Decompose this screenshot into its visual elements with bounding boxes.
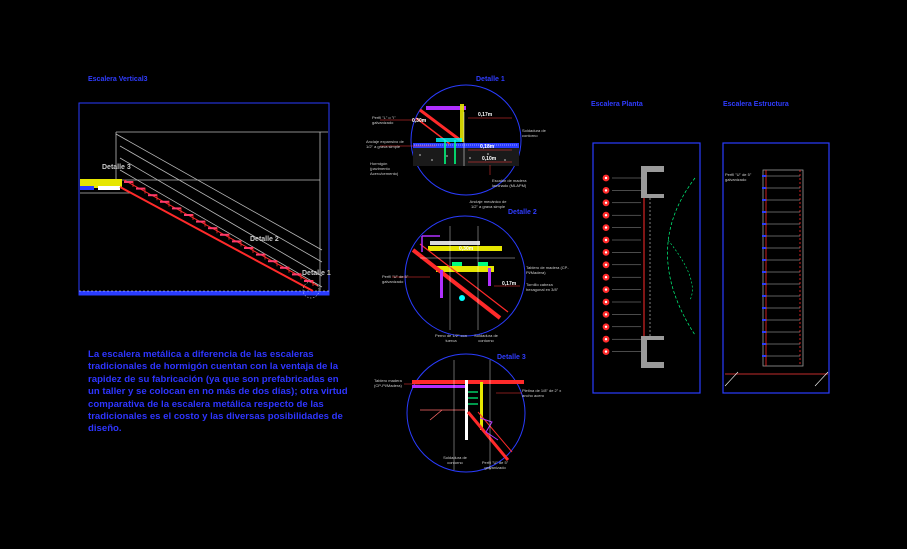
detalle2-note-soldadura: Soldadura de contorno bbox=[474, 333, 498, 343]
stair-step bbox=[280, 266, 289, 269]
detalle2-note-perfil: Perfil "U" de 5" galvanizado bbox=[382, 274, 409, 284]
estructura-note-perfil: Perfil "U" de 5" galvanizado bbox=[725, 172, 752, 182]
detalle-3-drawing bbox=[404, 353, 526, 473]
detalle1-dim-4: 0,10m bbox=[482, 156, 497, 162]
estructura-step-bracket bbox=[762, 259, 766, 261]
estructura-step-bracket bbox=[762, 283, 766, 285]
planta-step-marker-center bbox=[604, 251, 608, 254]
estructura-step-bracket bbox=[762, 223, 766, 225]
planta-step-marker-center bbox=[604, 189, 608, 192]
planta-drawing bbox=[592, 142, 701, 394]
description-paragraph: La escalera metálica a diferencia de las… bbox=[88, 349, 348, 435]
title-planta: Escalera Planta bbox=[591, 101, 643, 108]
planta-step-marker-center bbox=[604, 325, 608, 328]
stair-steps bbox=[124, 181, 314, 286]
stair-step bbox=[124, 181, 133, 183]
stair-step bbox=[268, 260, 277, 263]
estructura-step-bracket bbox=[762, 175, 766, 177]
estructura-step-bracket bbox=[762, 355, 766, 357]
stair-step bbox=[304, 280, 313, 282]
stair-step bbox=[136, 187, 145, 190]
detalle3-note-perfil: Perfil "U" de 5" galvanizado bbox=[481, 460, 509, 470]
detalle3-note-soldadura: Soldadura de contorno bbox=[443, 455, 467, 465]
planta-step-marker-center bbox=[604, 214, 608, 217]
detalle1-note-hormigon: Hormigón (pavimento Acero/cemento) bbox=[370, 161, 399, 176]
estructura-step-bracket bbox=[762, 199, 766, 201]
planta-step-marker-center bbox=[604, 300, 608, 304]
planta-steps bbox=[602, 174, 641, 355]
planta-step-marker-center bbox=[604, 350, 608, 353]
stair-step bbox=[292, 273, 301, 276]
planta-step-marker-center bbox=[604, 313, 608, 316]
stair-step bbox=[256, 253, 265, 256]
detalle2-dim-2: 0,17m bbox=[502, 281, 517, 287]
detalle-2-drawing bbox=[392, 215, 526, 337]
detalle1-note-anclaje: Anclaje expansivo de 1/2" a grava simple bbox=[366, 139, 404, 149]
planta-step-marker-center bbox=[604, 288, 608, 291]
title-detalle-3: Detalle 3 bbox=[497, 354, 526, 361]
detalle3-note-pletina: Pletina de 1/8" de 2" x ancho acero bbox=[522, 388, 562, 398]
estructura-step-bracket bbox=[762, 295, 766, 297]
stair-lateral-view bbox=[78, 102, 330, 299]
stair-step bbox=[172, 207, 181, 210]
detalle2-note-anclaje: Anclaje mecánico de 1/2" a grava simple bbox=[469, 199, 507, 209]
estructura-step-bracket bbox=[762, 211, 766, 213]
detalle2-dim-1: 0,30m bbox=[459, 246, 474, 252]
detalle1-note-perfil: Perfil "L" o "I" galvanizado bbox=[372, 115, 396, 125]
title-estructura: Escalera Estructura bbox=[723, 101, 789, 108]
callout-detalle-3: Detalle 3 bbox=[102, 164, 131, 171]
detalle1-note-escalon: Escalón de madera laminado (MLAPM) bbox=[492, 178, 527, 188]
estructura-step-bracket bbox=[762, 331, 766, 333]
estructura-steps bbox=[762, 175, 800, 357]
stair-step bbox=[232, 240, 241, 243]
detalle3-note-tablero: Tablero madera (CP-Pl/Madera) bbox=[374, 378, 402, 388]
planta-step-marker-center bbox=[604, 226, 608, 229]
estructura-step-bracket bbox=[762, 235, 766, 237]
planta-step-marker-center bbox=[604, 176, 608, 180]
title-lateral: Escalera Vertical3 bbox=[88, 76, 148, 83]
detalle1-dim-3: 0,30m bbox=[412, 118, 427, 124]
planta-step-marker-center bbox=[604, 201, 608, 204]
stair-step bbox=[244, 247, 253, 249]
title-detalle-2: Detalle 2 bbox=[508, 209, 537, 216]
stair-step bbox=[220, 233, 229, 236]
planta-step-marker-center bbox=[604, 238, 608, 242]
title-detalle-1: Detalle 1 bbox=[476, 76, 505, 83]
detalle1-dim-1: 0,17m bbox=[478, 112, 493, 118]
stair-step bbox=[160, 200, 169, 203]
stair-step bbox=[208, 227, 217, 230]
callout-detalle-1: Detalle 1 bbox=[302, 270, 331, 277]
planta-step-marker-center bbox=[604, 263, 608, 266]
planta-step-marker-center bbox=[604, 338, 608, 341]
detalle-1-drawing bbox=[380, 84, 522, 196]
estructura-step-bracket bbox=[762, 307, 766, 309]
detalle2-note-tornillo: Tornillo cabeza hexagonal en 3/8" bbox=[526, 282, 559, 292]
planta-step-marker-center bbox=[604, 276, 608, 279]
estructura-step-bracket bbox=[762, 271, 766, 273]
estructura-step-bracket bbox=[762, 343, 766, 345]
estructura-step-bracket bbox=[762, 247, 766, 249]
estructura-drawing bbox=[722, 142, 830, 394]
detalle1-note-soldadura: Soldadura de contorno bbox=[522, 128, 546, 138]
stair-step bbox=[196, 220, 205, 223]
estructura-step-bracket bbox=[762, 187, 766, 189]
stair-step bbox=[184, 214, 193, 216]
detalle1-dim-2: 0,18m bbox=[480, 144, 495, 150]
estructura-step-bracket bbox=[762, 319, 766, 321]
detalle2-note-perno: Perno de 1/2" con tuerca bbox=[435, 333, 467, 343]
stair-step bbox=[148, 194, 157, 197]
detalle2-note-tablero: Tablero de madera (CP-Pl/Madera) bbox=[526, 265, 569, 275]
callout-detalle-2: Detalle 2 bbox=[250, 236, 279, 243]
